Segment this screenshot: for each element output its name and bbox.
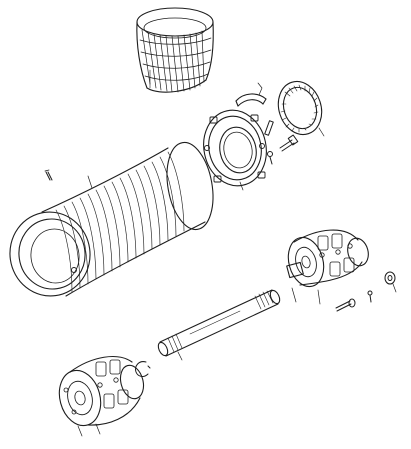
bolt [335, 298, 356, 312]
retaining-pin [267, 151, 273, 165]
cap-screw [279, 134, 299, 152]
small-pin [44, 169, 53, 181]
rear-hub-assembly [286, 229, 369, 305]
front-hub-assembly [58, 356, 145, 437]
small-washer [384, 271, 397, 293]
spring-pin [264, 120, 274, 136]
splined-shaft [157, 289, 281, 361]
thrust-washer [277, 80, 325, 137]
circlip [135, 361, 151, 377]
retainer-ring-plate [203, 109, 267, 191]
ribbed-housing [9, 141, 214, 297]
snap-ring [235, 82, 267, 107]
brake-band-drum [136, 7, 214, 93]
small-pin-b [367, 290, 373, 303]
